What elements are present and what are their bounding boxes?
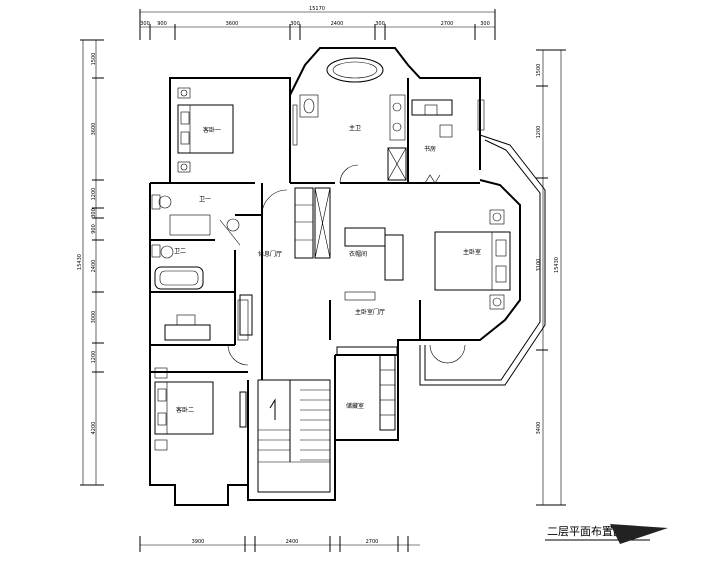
left-total-dim: 15430 (77, 254, 83, 270)
left-dim-9: 4200 (91, 422, 97, 435)
room-label-bedroom1: 客卧一 (203, 126, 221, 134)
bedroom2-bed (154, 367, 247, 451)
master-bed (434, 209, 511, 310)
drawing-title: 二层平面布置图 (547, 525, 624, 538)
room-label-bath2: 卫二 (174, 248, 186, 255)
top-dim-3: 3600 (226, 21, 239, 27)
left-dim-6: 2400 (91, 260, 97, 273)
top-dim-7: 2700 (441, 21, 454, 27)
left-dim-8: 1200 (91, 351, 97, 364)
left-dim-3: 1200 (91, 188, 97, 201)
interior-walls (150, 78, 480, 380)
room-label-study: 书房 (424, 145, 436, 153)
bath2-fixtures (151, 244, 204, 290)
right-dim-1: 1500 (536, 64, 542, 77)
top-dimension-line: 300 900 3600 300 2400 300 2700 300 15170 (139, 6, 496, 40)
room-label-master-bedroom: 主卧室 (463, 248, 481, 256)
exterior-walls (149, 47, 521, 506)
study-furniture (411, 99, 485, 138)
right-dim-2: 1200 (536, 126, 542, 139)
right-total-dim: 15430 (554, 257, 560, 273)
doors (227, 164, 466, 366)
room-label-hall: 休息门厅 (258, 250, 282, 258)
bottom-dimension-line: 3900 2400 2700 (139, 536, 420, 552)
room-label-storage: 储藏室 (346, 402, 364, 410)
right-dim-4: 3400 (536, 422, 542, 435)
storage-shelves (336, 346, 398, 431)
room-labels: 客卧一 主卫 书房 卫一 卫二 休息门厅 衣帽间 主卧室 主卧室门厅 客卧二 储… (174, 124, 481, 414)
bedroom1-bed (177, 87, 234, 173)
bottom-dim-1: 3900 (192, 539, 205, 545)
top-dim-2: 900 (157, 21, 167, 27)
top-dim-1: 300 (140, 21, 150, 27)
room-label-walkin-closet: 衣帽间 (349, 250, 367, 258)
bedroom-desk (164, 299, 249, 341)
left-dim-7: 3000 (91, 311, 97, 324)
left-dim-1: 1500 (91, 53, 97, 66)
right-dim-3: 3100 (536, 259, 542, 272)
room-label-master-bath: 主卫 (349, 124, 361, 132)
right-dimension-line: 1500 1200 3100 3400 15430 (536, 49, 566, 506)
bottom-dim-3: 2700 (366, 539, 379, 545)
top-dim-4: 300 (290, 21, 300, 27)
left-dim-5: 900 (91, 224, 97, 234)
top-dim-8: 300 (480, 21, 490, 27)
left-dimension-line: 1500 3600 1200 300 900 2400 3000 1200 42… (77, 39, 104, 486)
room-label-bath1: 卫一 (199, 196, 211, 203)
top-dim-6: 300 (375, 21, 385, 27)
drawing-title-block: 二层平面布置图 (545, 524, 668, 544)
bath1-fixtures (151, 194, 241, 246)
left-dim-4: 300 (91, 208, 97, 218)
left-dim-2: 3600 (91, 123, 97, 136)
top-total-dim: 15170 (309, 6, 325, 12)
room-label-bedroom2: 客卧二 (176, 406, 194, 414)
balcony-outline (419, 134, 546, 386)
closet-shelves (239, 187, 404, 336)
bottom-dim-2: 2400 (286, 539, 299, 545)
staircase (257, 379, 331, 493)
master-bath-fixtures (292, 57, 407, 181)
top-dim-5: 2400 (331, 21, 344, 27)
room-label-master-hall: 主卧室门厅 (355, 308, 385, 316)
